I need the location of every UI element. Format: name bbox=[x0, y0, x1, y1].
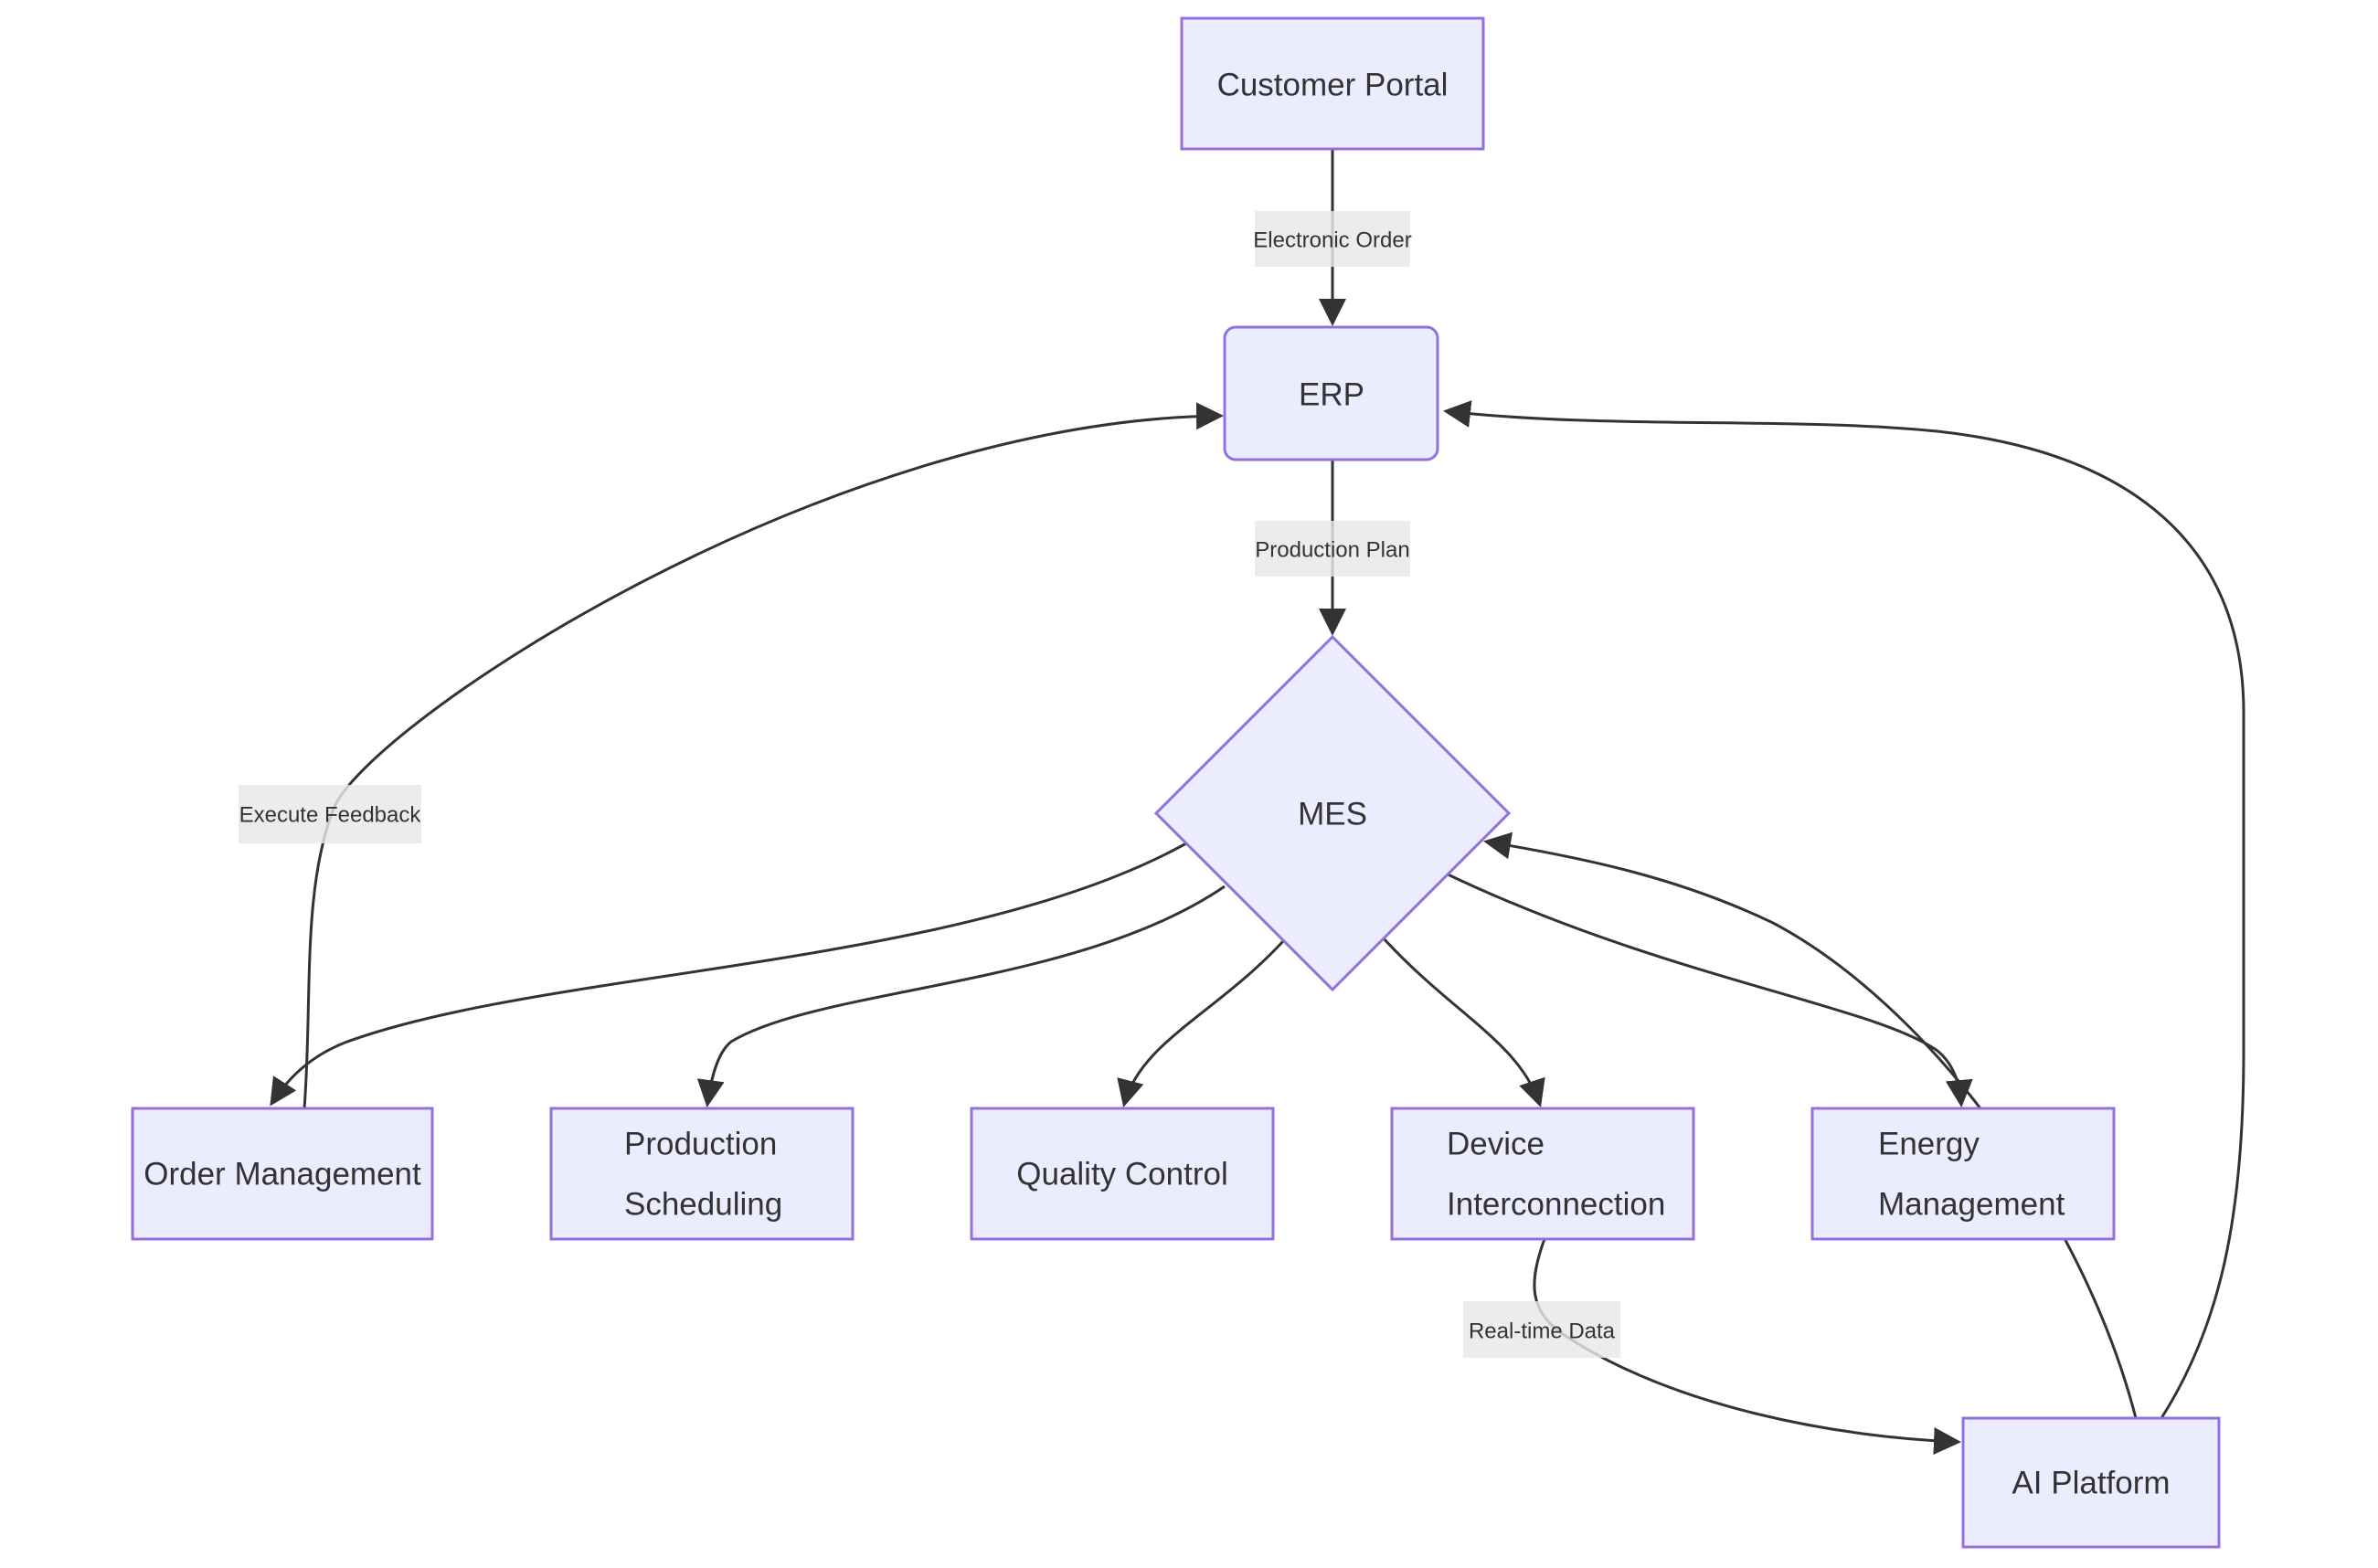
erp-label: ERP bbox=[1299, 376, 1364, 412]
edges-layer bbox=[270, 149, 2245, 1455]
node-customer-portal: Customer Portal bbox=[1180, 16, 1485, 151]
customer-portal-box bbox=[1180, 16, 1485, 151]
edge-label-electronic-order: Electronic Order bbox=[1253, 211, 1412, 267]
edge-label-bg bbox=[1255, 521, 1410, 577]
edge-order-management-to-erp bbox=[303, 402, 1224, 1109]
edge-label-bg bbox=[239, 785, 421, 843]
node-energy-management: Energy Management bbox=[1810, 1107, 2116, 1241]
edge-device-interconnection-to-ai-platform bbox=[1533, 1238, 1961, 1455]
mes-label: MES bbox=[1298, 796, 1367, 832]
node-ai-platform: AI Platform bbox=[1961, 1416, 2221, 1549]
edge-label-text: Execute Feedback bbox=[239, 802, 422, 827]
ai-platform-box bbox=[1961, 1416, 2221, 1549]
edge-label-execute-feedback: Execute Feedback bbox=[239, 785, 421, 843]
edge-mes-to-energy-management bbox=[1443, 871, 1973, 1107]
edge-label-real-time-data: Real-time Data bbox=[1463, 1301, 1620, 1358]
production-scheduling-box bbox=[549, 1107, 855, 1241]
device-interconnection-label-line2: Interconnection bbox=[1447, 1186, 1665, 1222]
order-management-label: Order Management bbox=[143, 1156, 421, 1192]
edge-ai-platform-to-erp bbox=[1443, 400, 2245, 1419]
device-interconnection-label-line1: Device bbox=[1447, 1126, 1545, 1161]
node-order-management: Order Management bbox=[131, 1107, 434, 1241]
device-interconnection-box bbox=[1390, 1107, 1695, 1241]
edge-mes-to-quality-control bbox=[1117, 939, 1285, 1107]
edge-label-production-plan: Production Plan bbox=[1255, 521, 1410, 577]
order-management-box bbox=[131, 1107, 434, 1241]
edge-label-text: Production Plan bbox=[1255, 537, 1409, 562]
quality-control-label: Quality Control bbox=[1016, 1156, 1227, 1192]
edge-label-text: Electronic Order bbox=[1253, 228, 1411, 252]
erp-box bbox=[1223, 325, 1439, 461]
production-scheduling-label-line1: Production bbox=[624, 1126, 777, 1161]
edge-label-bg bbox=[1255, 211, 1410, 267]
edge-label-bg bbox=[1463, 1301, 1620, 1358]
customer-portal-label: Customer Portal bbox=[1217, 67, 1449, 102]
energy-management-label-line2: Management bbox=[1878, 1186, 2065, 1222]
edge-mes-to-order-management bbox=[270, 842, 1187, 1107]
node-mes: MES bbox=[1153, 634, 1512, 992]
node-device-interconnection: Device Interconnection bbox=[1390, 1107, 1695, 1241]
edge-ai-platform-to-mes bbox=[1483, 832, 2138, 1419]
quality-control-box bbox=[970, 1107, 1275, 1241]
node-quality-control: Quality Control bbox=[970, 1107, 1275, 1241]
node-production-scheduling: Production Scheduling bbox=[549, 1107, 855, 1241]
edge-label-text: Real-time Data bbox=[1469, 1319, 1616, 1343]
edge-mes-to-device-interconnection bbox=[1381, 936, 1545, 1107]
energy-management-box bbox=[1810, 1107, 2116, 1241]
node-erp: ERP bbox=[1223, 325, 1439, 461]
mes-diamond bbox=[1153, 634, 1512, 992]
ai-platform-label: AI Platform bbox=[2012, 1465, 2170, 1500]
energy-management-label-line1: Energy bbox=[1878, 1126, 1980, 1161]
edge-mes-to-production-scheduling bbox=[696, 885, 1226, 1107]
production-scheduling-label-line2: Scheduling bbox=[624, 1186, 782, 1222]
